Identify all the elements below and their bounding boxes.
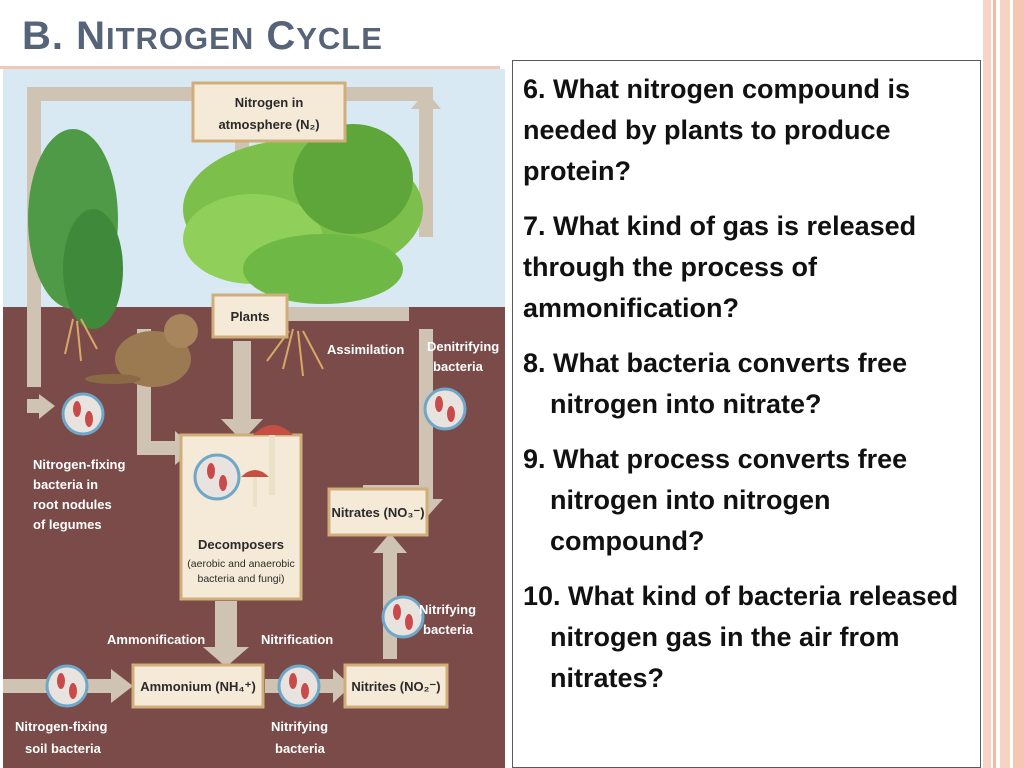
questions-list: 6. What nitrogen compound is needed by p… bbox=[513, 61, 980, 699]
denitrifying-label-2: bacteria bbox=[433, 359, 484, 374]
decor-stripe bbox=[1013, 0, 1024, 768]
bacteria-icon bbox=[45, 664, 89, 708]
rodent-illustration bbox=[85, 314, 198, 387]
legume-bacteria-label-3: root nodules bbox=[33, 497, 112, 512]
plants-illustration bbox=[28, 124, 423, 329]
question-item: 8. What bacteria converts free nitrogen … bbox=[523, 348, 908, 419]
question-item: 10. What kind of bacteria released nitro… bbox=[523, 581, 959, 693]
plants-label: Plants bbox=[230, 309, 269, 324]
title-part: B. N bbox=[22, 14, 106, 58]
ammonium-label: Ammonium (NH₄⁺) bbox=[140, 679, 256, 694]
bacteria-icon bbox=[423, 387, 467, 431]
bacteria-icon bbox=[381, 595, 425, 639]
atmosphere-label-1: Nitrogen in bbox=[235, 95, 304, 110]
diagram-svg: Nitrogen in atmosphere (N₂) Plants Assim… bbox=[3, 69, 505, 768]
decor-stripe bbox=[983, 0, 991, 768]
ammonium-box: Ammonium (NH₄⁺) bbox=[131, 663, 265, 709]
denitrifying-label-1: Denitrifying bbox=[427, 339, 499, 354]
soil-bacteria-label-1: Nitrogen-fixing bbox=[15, 719, 107, 734]
question-item: 6. What nitrogen compound is needed by p… bbox=[523, 74, 910, 186]
questions-panel: 6. What nitrogen compound is needed by p… bbox=[512, 60, 981, 768]
nitrifying-right-label-1: Nitrifying bbox=[419, 602, 476, 617]
legume-bacteria-label-1: Nitrogen-fixing bbox=[33, 457, 125, 472]
decomposers-sub-2: bacteria and fungi) bbox=[198, 573, 285, 585]
bacteria-icon bbox=[277, 664, 321, 708]
assimilation-label: Assimilation bbox=[327, 342, 404, 357]
decomposers-sub-1: (aerobic and anaerobic bbox=[187, 558, 294, 570]
title-part: ITROGEN bbox=[106, 21, 255, 56]
legume-bacteria-label-2: bacteria in bbox=[33, 477, 98, 492]
nitrites-box: Nitrites (NO₂⁻) bbox=[343, 663, 449, 709]
decomposers-label: Decomposers bbox=[198, 537, 284, 552]
title-part: C bbox=[254, 14, 297, 58]
ammonification-label: Ammonification bbox=[107, 632, 205, 647]
roots-illustration bbox=[64, 318, 324, 377]
nitrates-box: Nitrates (NO₃⁻) bbox=[327, 487, 429, 537]
nitrates-label: Nitrates (NO₃⁻) bbox=[331, 505, 424, 520]
nitrogen-cycle-diagram: Nitrogen in atmosphere (N₂) Plants Assim… bbox=[3, 69, 505, 768]
decor-stripe bbox=[993, 0, 996, 768]
bacteria-icon bbox=[61, 392, 105, 436]
nitrifying-right-label-2: bacteria bbox=[423, 622, 474, 637]
soil-bacteria-label-2: soil bacteria bbox=[25, 741, 102, 756]
question-item: 9. What process converts free nitrogen i… bbox=[523, 444, 908, 556]
legume-bacteria-label-4: of legumes bbox=[33, 517, 102, 532]
slide-title: B. NITROGEN CYCLE bbox=[22, 14, 383, 59]
plants-box: Plants bbox=[211, 293, 289, 339]
title-part: YCLE bbox=[296, 21, 383, 56]
question-item: 7. What kind of gas is released through … bbox=[523, 211, 917, 323]
nitrifying-bottom-label-1: Nitrifying bbox=[271, 719, 328, 734]
decor-stripe bbox=[1000, 0, 1010, 768]
nitrifying-bottom-label-2: bacteria bbox=[275, 741, 326, 756]
atmosphere-label-2: atmosphere (N₂) bbox=[218, 117, 319, 132]
nitrification-label: Nitrification bbox=[261, 632, 333, 647]
nitrites-label: Nitrites (NO₂⁻) bbox=[351, 679, 440, 694]
atmosphere-box: Nitrogen in atmosphere (N₂) bbox=[191, 81, 347, 143]
decomposers-box: Decomposers (aerobic and anaerobic bacte… bbox=[179, 425, 303, 601]
title-underline bbox=[0, 66, 500, 69]
